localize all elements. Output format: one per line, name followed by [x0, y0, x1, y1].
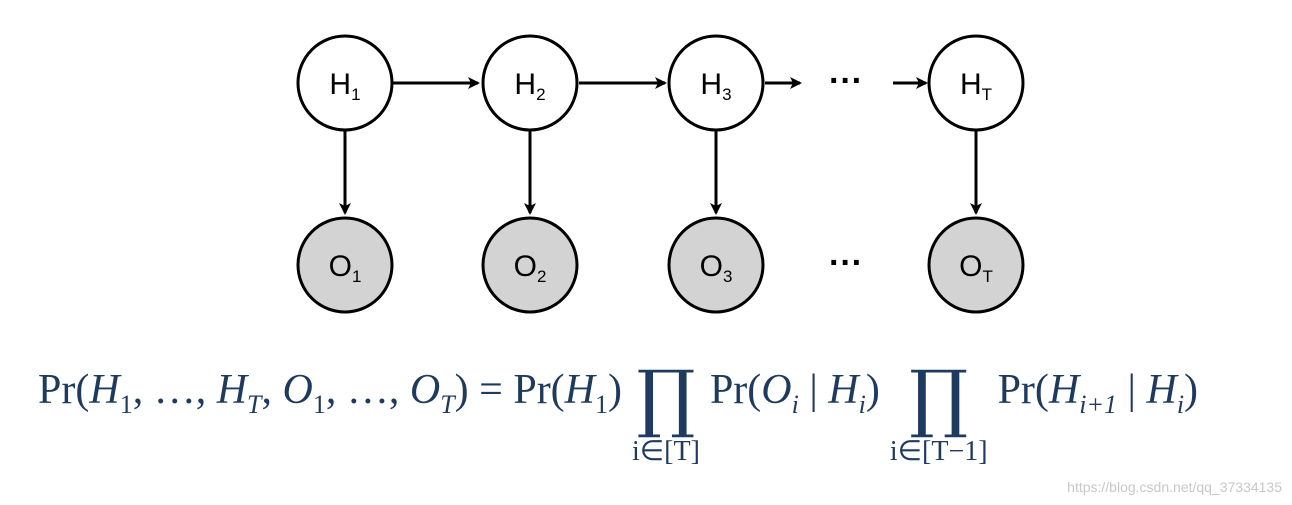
svg-text:O1: O1: [329, 250, 362, 286]
hidden-node-h3: H3: [667, 34, 765, 132]
joint-probability-formula: Pr(H1, …, HT, O1, …, OT) = Pr(H1) ∏ i∈[T…: [38, 355, 1199, 467]
transition-term: Pr(Hi+1 | Hi): [997, 367, 1199, 419]
watermark: https://blog.csdn.net/qq_37334135: [1067, 479, 1282, 495]
emission-term: Pr(Oi | Hi): [709, 367, 880, 419]
svg-text:H2: H2: [514, 68, 545, 104]
observed-node-o2: O2: [481, 216, 579, 314]
product-over-i: ∏ i∈[T]: [632, 355, 700, 467]
hidden-ellipsis: ···: [829, 62, 863, 100]
svg-text:HT: HT: [960, 68, 992, 104]
observed-node-o3: O3: [667, 216, 765, 314]
svg-text:H3: H3: [700, 68, 731, 104]
hidden-node-h1: H1: [296, 34, 394, 132]
svg-text:OT: OT: [959, 250, 993, 286]
product-over-i-minus-one: ∏ i∈[T−1]: [889, 355, 988, 467]
svg-text:O2: O2: [514, 250, 547, 286]
observed-node-o1: O1: [296, 216, 394, 314]
observed-ellipsis: ···: [829, 244, 863, 282]
svg-text:H1: H1: [329, 68, 360, 104]
formula-lhs: Pr(H1, …, HT, O1, …, OT) = Pr(H1): [38, 367, 623, 419]
svg-text:O3: O3: [700, 250, 733, 286]
hmm-diagram: H1 H2 H3 HT ··· O1 O2 O3 OT ···: [296, 34, 1025, 314]
observed-node-oT: OT: [927, 216, 1025, 314]
hidden-node-h2: H2: [481, 34, 579, 132]
hidden-node-hT: HT: [927, 34, 1025, 132]
